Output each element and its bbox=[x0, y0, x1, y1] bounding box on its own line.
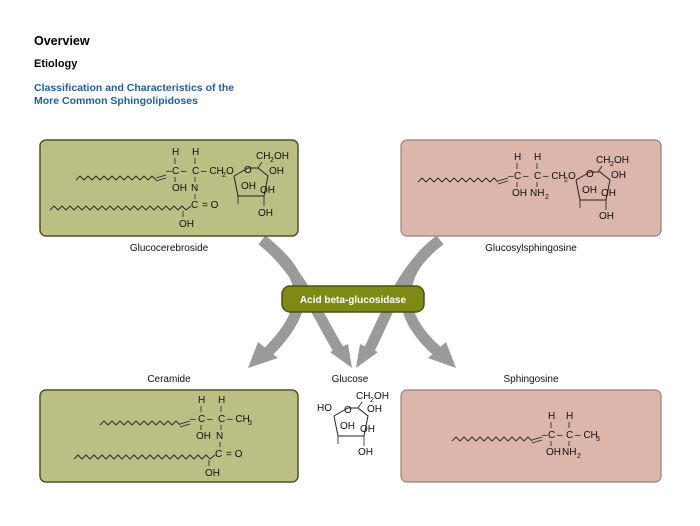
svg-text:OH: OH bbox=[205, 468, 220, 479]
svg-text:–: – bbox=[508, 171, 514, 182]
svg-text:N: N bbox=[216, 431, 223, 442]
svg-text:CH: CH bbox=[596, 155, 610, 166]
svg-text:H: H bbox=[548, 411, 555, 422]
svg-text:OH: OH bbox=[269, 166, 284, 177]
svg-text:OH: OH bbox=[546, 447, 561, 458]
svg-text:O: O bbox=[586, 169, 594, 180]
svg-text:C: C bbox=[172, 166, 179, 177]
svg-text:OH: OH bbox=[260, 185, 275, 196]
svg-text:= O: = O bbox=[202, 200, 219, 211]
svg-text:–: – bbox=[207, 414, 213, 425]
svg-text:H: H bbox=[192, 147, 199, 158]
svg-text:OH: OH bbox=[512, 188, 527, 199]
arrowhead-glucose-right bbox=[356, 344, 378, 368]
svg-text:–: – bbox=[166, 166, 172, 177]
svg-text:= O: = O bbox=[226, 449, 243, 460]
svg-text:OH: OH bbox=[360, 424, 375, 435]
svg-text:NH: NH bbox=[530, 188, 544, 199]
svg-text:C: C bbox=[218, 414, 225, 425]
svg-text:–: – bbox=[557, 430, 563, 441]
svg-text:2: 2 bbox=[577, 453, 581, 460]
svg-text:OH: OH bbox=[367, 404, 382, 415]
arrowhead-glucose-left bbox=[330, 344, 352, 368]
arrowhead-sphingosine bbox=[428, 342, 456, 368]
svg-text:HO: HO bbox=[317, 403, 332, 414]
svg-text:O: O bbox=[568, 171, 576, 182]
svg-text:H: H bbox=[218, 395, 225, 406]
svg-text:–: – bbox=[181, 166, 187, 177]
sphingosine-box: H H – C – C – CH 3 OH NH 2 bbox=[400, 389, 662, 483]
svg-text:OH: OH bbox=[340, 421, 355, 432]
svg-text:C: C bbox=[514, 171, 521, 182]
svg-text:NH: NH bbox=[562, 447, 576, 458]
svg-text:C: C bbox=[534, 171, 541, 182]
svg-text:OH: OH bbox=[358, 447, 373, 458]
subtitle-line-1: Classification and Characteristics of th… bbox=[34, 82, 235, 94]
svg-text:– CH: – CH bbox=[575, 430, 598, 441]
glucosylsphingosine-box: H H – C – C – CH 2 O OH NH 2 CH 2 OH O O… bbox=[400, 139, 662, 237]
svg-text:C: C bbox=[198, 414, 205, 425]
svg-text:H: H bbox=[198, 395, 205, 406]
label-glucosylsphingosine: Glucosylsphingosine bbox=[485, 243, 577, 254]
svg-text:– CH: – CH bbox=[201, 166, 224, 177]
etiology-heading: Etiology bbox=[34, 58, 78, 70]
label-sphingosine: Sphingosine bbox=[503, 374, 558, 385]
svg-text:–: – bbox=[190, 414, 196, 425]
svg-text:–: – bbox=[523, 171, 529, 182]
enzyme-box: Acid beta-glucosidase bbox=[281, 285, 425, 313]
label-glucose: Glucose bbox=[332, 374, 369, 385]
glucose-structure: CH 2 OH O HO OH OH OH OH bbox=[317, 391, 389, 458]
svg-text:OH: OH bbox=[614, 155, 629, 166]
label-ceramide: Ceramide bbox=[147, 374, 191, 385]
svg-text:OH: OH bbox=[179, 219, 194, 230]
svg-text:2: 2 bbox=[564, 177, 568, 184]
glucocerebroside-box: H H – C – C – CH 2 O OH N C = O OH CH 2 … bbox=[39, 139, 299, 237]
svg-text:OH: OH bbox=[172, 183, 187, 194]
svg-text:OH: OH bbox=[196, 431, 211, 442]
svg-text:OH: OH bbox=[374, 391, 389, 402]
svg-text:C: C bbox=[192, 166, 199, 177]
svg-text:N: N bbox=[191, 183, 198, 194]
svg-text:C: C bbox=[191, 200, 198, 211]
label-glucocerebroside: Glucocerebroside bbox=[130, 243, 209, 254]
svg-text:H: H bbox=[534, 152, 541, 163]
svg-text:– CH: – CH bbox=[227, 414, 250, 425]
svg-text:OH: OH bbox=[599, 211, 614, 222]
svg-text:2: 2 bbox=[370, 397, 374, 404]
svg-text:OH: OH bbox=[611, 170, 626, 181]
svg-text:H: H bbox=[172, 147, 179, 158]
svg-text:2: 2 bbox=[222, 172, 226, 179]
svg-text:OH: OH bbox=[601, 188, 616, 199]
svg-text:OH: OH bbox=[258, 208, 273, 219]
svg-text:CH: CH bbox=[356, 391, 370, 402]
svg-text:OH: OH bbox=[582, 185, 597, 196]
svg-text:H: H bbox=[566, 411, 573, 422]
ceramide-box: H H – C – C – CH 3 OH N C = O OH bbox=[39, 389, 299, 483]
svg-text:3: 3 bbox=[248, 420, 252, 427]
section-subtitle: Classification and Characteristics of th… bbox=[34, 82, 234, 108]
svg-text:2: 2 bbox=[270, 157, 274, 164]
arrowhead-ceramide bbox=[248, 342, 278, 368]
svg-text:2: 2 bbox=[545, 194, 549, 201]
svg-text:OH: OH bbox=[274, 151, 289, 162]
svg-text:O: O bbox=[226, 166, 234, 177]
svg-text:O: O bbox=[244, 165, 252, 176]
svg-text:–: – bbox=[542, 430, 548, 441]
subtitle-line-2: More Common Sphingolipidoses bbox=[34, 95, 198, 107]
svg-text:C: C bbox=[566, 430, 573, 441]
svg-text:H: H bbox=[514, 152, 521, 163]
svg-text:CH: CH bbox=[256, 151, 270, 162]
svg-text:– CH: – CH bbox=[543, 171, 566, 182]
svg-text:OH: OH bbox=[241, 181, 256, 192]
enzyme-label: Acid beta-glucosidase bbox=[300, 295, 407, 306]
svg-text:O: O bbox=[344, 405, 352, 416]
svg-text:C: C bbox=[548, 430, 555, 441]
svg-text:C: C bbox=[215, 449, 222, 460]
svg-text:3: 3 bbox=[596, 436, 600, 443]
svg-text:2: 2 bbox=[610, 161, 614, 168]
overview-heading: Overview bbox=[34, 34, 90, 48]
